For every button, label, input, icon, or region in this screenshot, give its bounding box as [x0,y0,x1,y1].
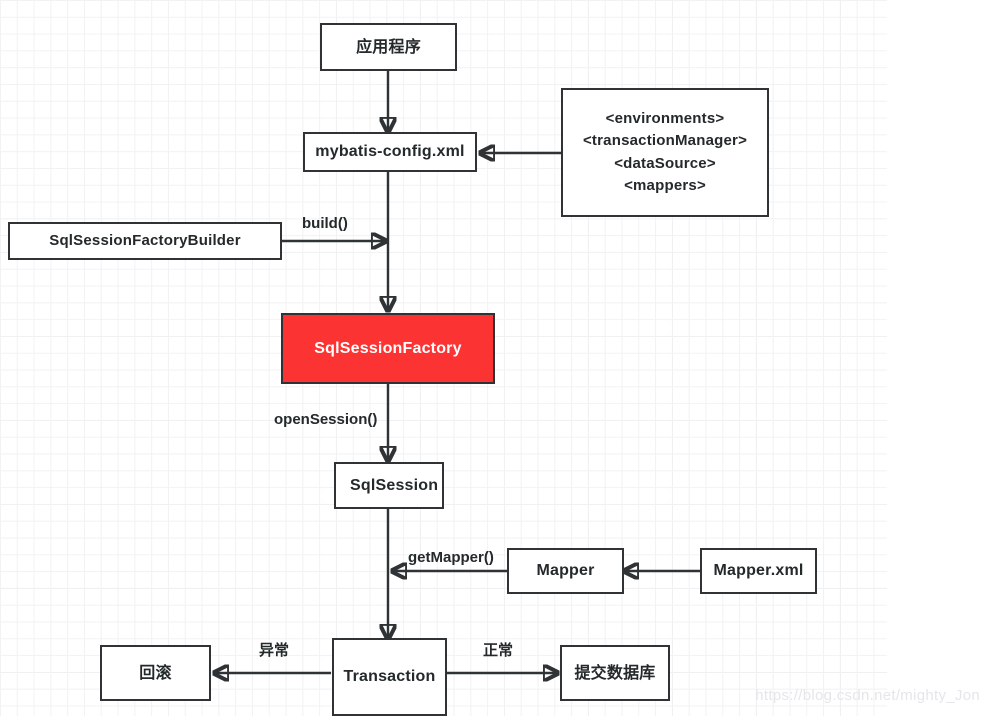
node-commit-database-label: 提交数据库 [574,663,656,683]
node-application[interactable]: 应用程序 [320,23,457,71]
node-sqlsession[interactable]: SqlSession [334,462,444,509]
node-transaction[interactable]: Transaction [332,638,447,716]
node-sqlsessionfactorybuilder-label: SqlSessionFactoryBuilder [49,231,241,249]
node-transaction-label: Transaction [343,668,436,686]
node-mapper[interactable]: Mapper [507,548,624,594]
node-sqlsessionfactory-label: SqlSessionFactory [314,339,462,357]
node-environments[interactable]: <environments> <transactionManager> <dat… [561,88,769,217]
node-mapper-xml-label: Mapper.xml [713,562,804,580]
edge-label-exception: 异常 [259,641,290,659]
node-sqlsession-label: SqlSession [350,476,439,494]
node-mybatis-config-label: mybatis-config.xml [315,143,465,161]
node-environments-line-4: <mappers> [624,177,706,194]
edge-label-open-session: openSession() [274,411,378,428]
node-environments-line-2: <transactionManager> [582,132,748,149]
node-sqlsessionfactorybuilder[interactable]: SqlSessionFactoryBuilder [8,222,282,260]
edge-label-normal: 正常 [483,641,514,659]
node-rollback[interactable]: 回滚 [100,645,211,701]
node-environments-line-3: <dataSource> [614,154,716,172]
edge-label-get-mapper: getMapper() [408,549,494,566]
node-commit-database[interactable]: 提交数据库 [560,645,670,701]
node-sqlsessionfactory[interactable]: SqlSessionFactory [281,313,495,384]
node-rollback-label: 回滚 [139,663,172,683]
node-environments-line-1: <environments> [605,109,725,127]
node-application-label: 应用程序 [356,37,421,57]
node-mapper-xml[interactable]: Mapper.xml [700,548,817,594]
edge-label-build: build() [302,215,348,232]
node-mybatis-config[interactable]: mybatis-config.xml [303,132,477,172]
node-mapper-label: Mapper [536,562,595,580]
watermark: https://blog.csdn.net/mighty_Jon [755,687,980,704]
